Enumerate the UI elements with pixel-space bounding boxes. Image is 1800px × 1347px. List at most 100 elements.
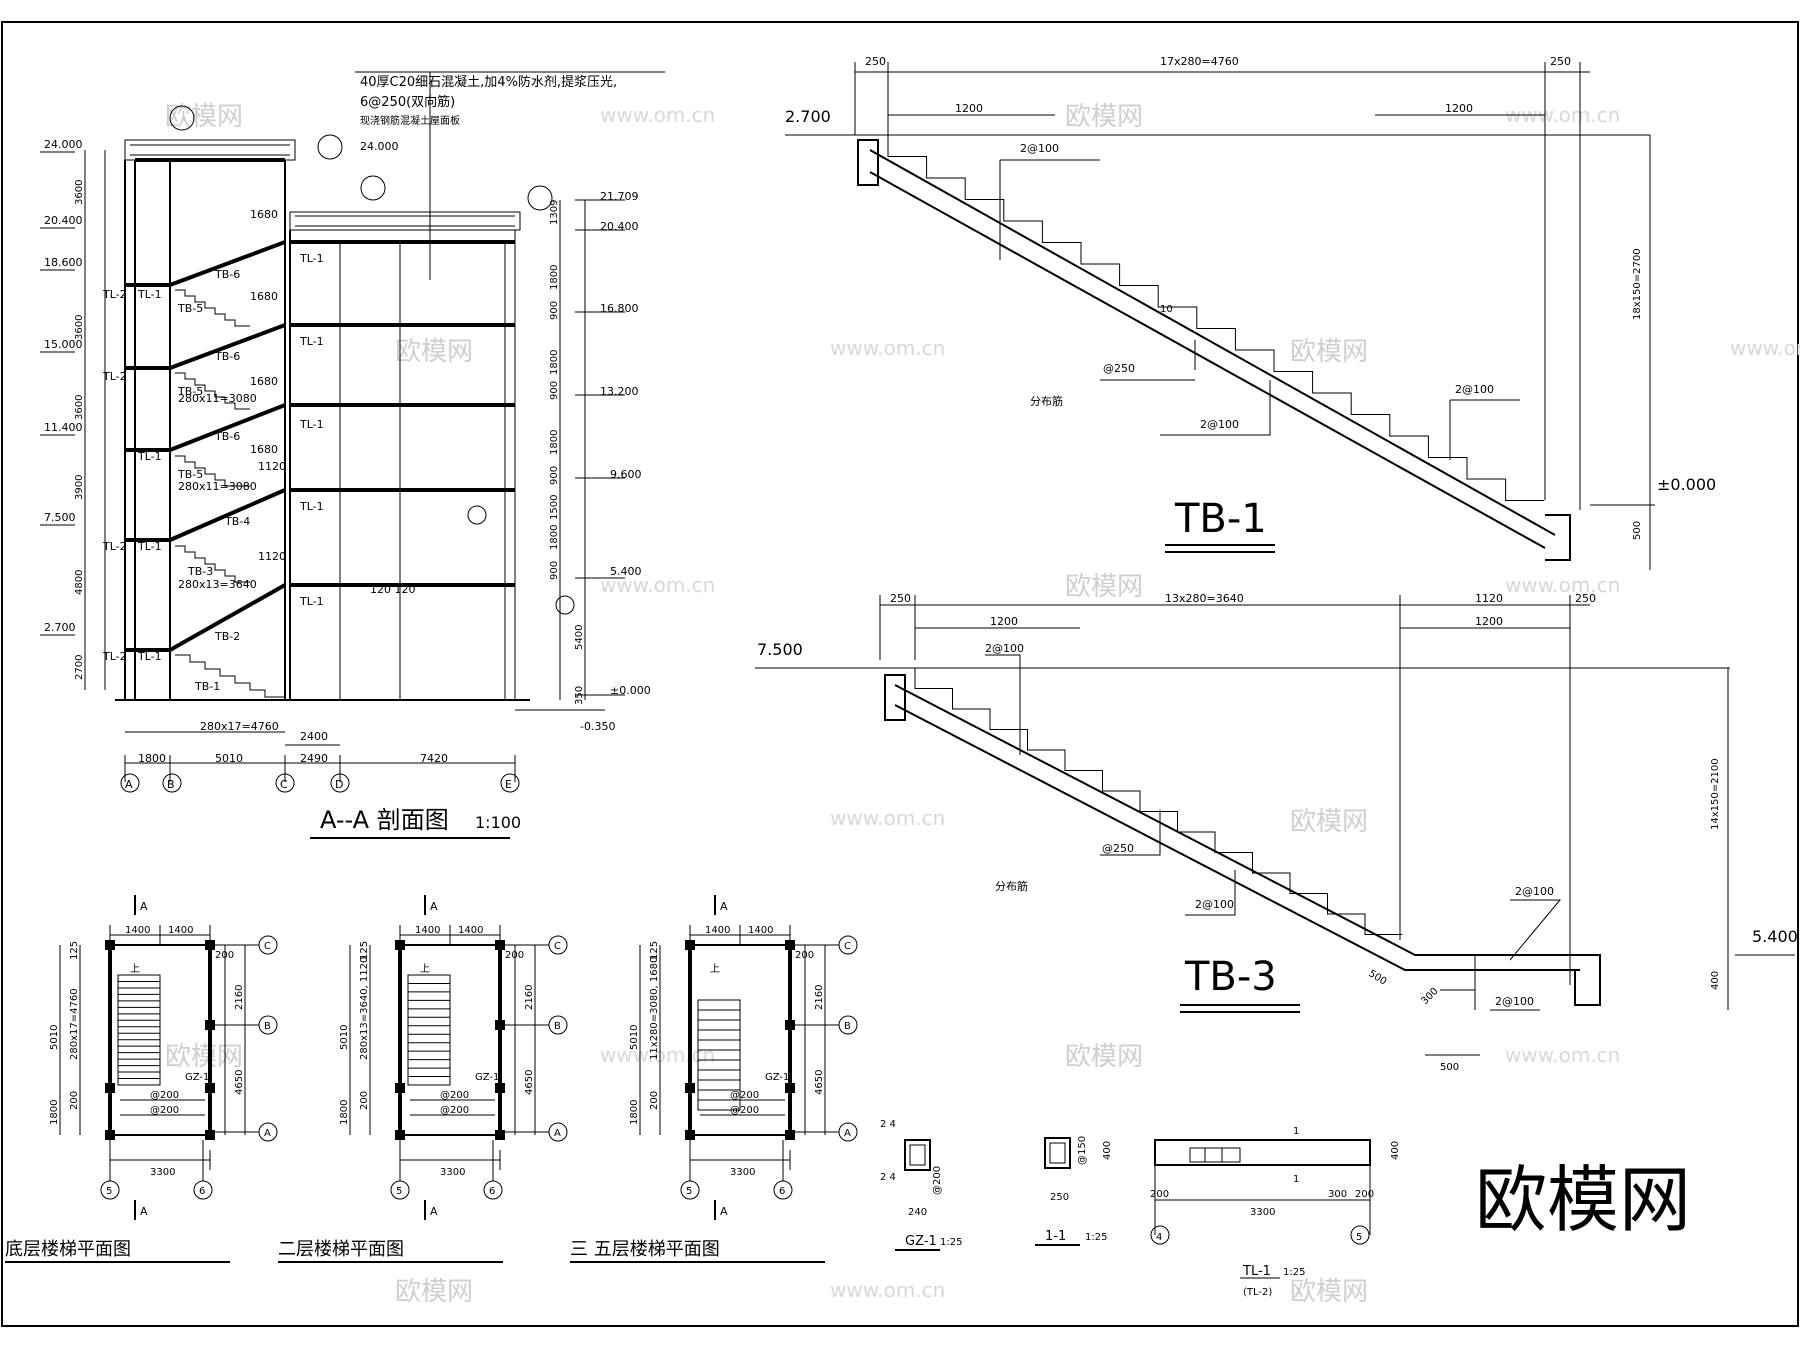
bay-dim: 5010 xyxy=(215,752,243,765)
plan-flight xyxy=(407,974,451,1086)
plan-column xyxy=(785,1083,795,1093)
svg-text:250: 250 xyxy=(1050,1192,1069,1203)
roof-note-2: 6@250(双向筋) xyxy=(360,94,455,110)
svg-text:300: 300 xyxy=(1419,986,1440,1007)
svg-text:TB-6: TB-6 xyxy=(214,430,240,443)
svg-text:6: 6 xyxy=(489,1186,495,1197)
tb1-landing-dim: 1200 xyxy=(955,102,983,115)
svg-text:@250: @250 xyxy=(1102,842,1134,855)
svg-text:@200: @200 xyxy=(150,1105,179,1116)
tb1-end-dim: 250 xyxy=(865,55,886,68)
vertical-dim-chains xyxy=(84,150,586,700)
svg-text:TL-2: TL-2 xyxy=(102,288,127,301)
svg-text:6: 6 xyxy=(199,1186,205,1197)
svg-text:TB-2: TB-2 xyxy=(214,630,240,643)
beam-labels: TL-1 TL-1 TL-1 TL-1 TL-1 TL-1 TL-1 TL-1 … xyxy=(102,252,324,663)
svg-text:A: A xyxy=(264,1128,271,1139)
tb1-steps xyxy=(887,135,1545,501)
svg-text:3600: 3600 xyxy=(74,180,85,205)
brand-logo: 欧模网 xyxy=(1475,1158,1691,1242)
svg-text:TL-1: TL-1 xyxy=(299,500,324,513)
stepped-flights xyxy=(175,289,285,698)
elevation-label: 13.200 xyxy=(600,385,639,398)
plan-column xyxy=(205,1130,215,1140)
svg-text:5: 5 xyxy=(686,1186,692,1197)
svg-text:1120: 1120 xyxy=(258,550,286,563)
svg-text:400: 400 xyxy=(1390,1141,1401,1160)
svg-text:500: 500 xyxy=(1632,521,1643,540)
svg-text:1680: 1680 xyxy=(250,290,278,303)
svg-text:TL-1: TL-1 xyxy=(137,288,162,301)
section-aa-title: A--A 剖面图 xyxy=(320,806,449,834)
svg-text:10: 10 xyxy=(1160,304,1173,315)
svg-text:1800: 1800 xyxy=(629,1100,640,1125)
svg-text:1400: 1400 xyxy=(415,925,440,936)
svg-text:14x150=2100: 14x150=2100 xyxy=(1710,758,1721,830)
axis-label: C xyxy=(280,778,288,791)
plan-walls xyxy=(398,945,502,1135)
svg-text:125: 125 xyxy=(69,941,80,960)
tb1-dist-bar: 分布筋 xyxy=(1030,394,1063,408)
stair-walls xyxy=(124,160,291,700)
svg-text:1309: 1309 xyxy=(549,200,560,225)
svg-text:1400: 1400 xyxy=(125,925,150,936)
section-aa: A B C D E 1800 5010 2490 7420 2400 280x1… xyxy=(40,71,665,839)
svg-text:250: 250 xyxy=(890,592,911,605)
svg-text:A: A xyxy=(140,1205,148,1218)
svg-text:TB-5: TB-5 xyxy=(177,468,203,481)
dim-2400: 2400 xyxy=(300,730,328,743)
plan-column xyxy=(685,1130,695,1140)
elevation-label: ±0.000 xyxy=(610,684,651,697)
tb3-detail: 13x280=3640 250 250 1120 1200 1200 7.500… xyxy=(755,592,1798,1073)
parapet-left xyxy=(124,139,296,161)
svg-text:TL-1: TL-1 xyxy=(137,450,162,463)
watermark-site: www.om.cn xyxy=(600,1043,715,1067)
svg-text:A: A xyxy=(430,1205,438,1218)
tb3-top-dim: 13x280=3640 xyxy=(1165,592,1244,605)
svg-text:1: 1 xyxy=(1293,1126,1299,1137)
svg-text:125: 125 xyxy=(649,941,660,960)
svg-text:900: 900 xyxy=(549,381,560,400)
tb1-detail: 17x280=4760 250 250 1200 1200 2.700 ±0.0… xyxy=(785,55,1716,570)
svg-text:TB-3: TB-3 xyxy=(187,565,213,578)
landing-dims: 1680 1680 1680 1680 1120 1120 280x11=308… xyxy=(178,208,286,591)
plan-column xyxy=(495,1083,505,1093)
svg-text:1800: 1800 xyxy=(549,525,560,550)
plan-column xyxy=(395,1083,405,1093)
plan-title: 二层楼梯平面图 xyxy=(278,1239,404,1260)
svg-text:TL-1: TL-1 xyxy=(299,418,324,431)
svg-text:TB-6: TB-6 xyxy=(214,350,240,363)
watermark-site: www.om.cn xyxy=(1505,1043,1620,1067)
svg-text:1:25: 1:25 xyxy=(1085,1232,1107,1243)
svg-text:1680: 1680 xyxy=(250,443,278,456)
plan-title: 底层楼梯平面图 xyxy=(5,1239,131,1260)
svg-text:3300: 3300 xyxy=(1250,1207,1275,1218)
svg-text:TB-1: TB-1 xyxy=(194,680,220,693)
elevation-label: 9.600 xyxy=(610,468,642,481)
gz1-title: GZ-1 xyxy=(905,1234,937,1249)
tb1-rise-dim: 18x150=2700 xyxy=(1632,248,1643,320)
elevation-label: 20.400 xyxy=(600,220,639,233)
svg-text:2160: 2160 xyxy=(524,985,535,1010)
svg-text:A: A xyxy=(844,1128,851,1139)
svg-text:1200: 1200 xyxy=(1475,615,1503,628)
watermark-site: www.om.cn xyxy=(1505,573,1620,597)
svg-text:3900: 3900 xyxy=(74,475,85,500)
roof-note-1: 40厚C20细石混凝土,加4%防水剂,提浆压光, xyxy=(360,74,617,90)
svg-text:2@100: 2@100 xyxy=(985,642,1024,655)
svg-text:GZ-1: GZ-1 xyxy=(185,1072,209,1083)
svg-text:4: 4 xyxy=(1156,1232,1162,1243)
svg-text:TL-2: TL-2 xyxy=(102,370,127,383)
svg-text:上: 上 xyxy=(420,963,430,975)
svg-text:TL-1: TL-1 xyxy=(137,650,162,663)
run-dim: 280x17=4760 xyxy=(200,720,279,733)
stair-flights xyxy=(169,240,286,652)
svg-text:280x11=3080: 280x11=3080 xyxy=(178,392,257,405)
svg-text:上: 上 xyxy=(710,963,720,975)
svg-text:1120: 1120 xyxy=(258,460,286,473)
plan-walls xyxy=(688,945,792,1135)
svg-text:@200: @200 xyxy=(932,1166,943,1195)
